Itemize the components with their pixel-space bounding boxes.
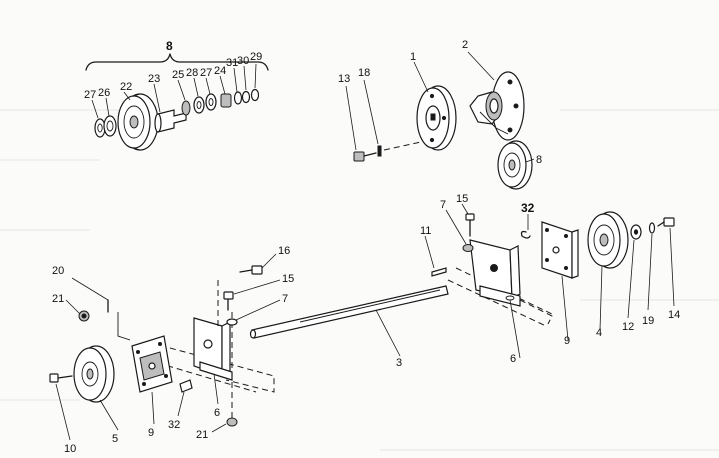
washer-28 <box>193 96 205 114</box>
bolt-10 <box>49 373 73 383</box>
pin-18 <box>377 145 382 157</box>
label-10: 10 <box>64 443 76 455</box>
label-21-top: 21 <box>52 293 64 305</box>
bolt-15-left <box>223 291 234 311</box>
plate-9-right <box>541 221 579 279</box>
label-27-mid: 27 <box>200 67 212 79</box>
label-12: 12 <box>622 321 634 333</box>
label-3: 3 <box>396 357 402 369</box>
bolt-14 <box>657 217 675 227</box>
label-27-left: 27 <box>84 89 96 101</box>
key-11 <box>431 267 447 277</box>
bolt-15-right <box>465 213 475 237</box>
washer-7-left <box>226 318 238 326</box>
label-21-bottom: 21 <box>196 429 208 441</box>
bolt-23 <box>154 109 187 133</box>
shaft-3 <box>249 285 449 339</box>
label-16: 16 <box>278 245 290 257</box>
label-8-group: 8 <box>166 39 173 53</box>
label-23: 23 <box>148 73 160 85</box>
pulley-4 <box>587 211 629 269</box>
label-1: 1 <box>410 51 416 63</box>
label-5: 5 <box>112 433 118 445</box>
background-texture <box>0 109 719 451</box>
label-7-left: 7 <box>282 293 288 305</box>
ring-30 <box>241 90 251 104</box>
bolt-13 <box>353 151 377 162</box>
pulley-22 <box>117 93 159 151</box>
label-18: 18 <box>358 67 370 79</box>
label-15-right: 15 <box>456 193 468 205</box>
bearing-25 <box>181 100 191 116</box>
label-9-left: 9 <box>148 427 154 439</box>
label-13: 13 <box>338 73 350 85</box>
label-29: 29 <box>250 51 262 63</box>
label-15-left: 15 <box>282 273 294 285</box>
pulley-5 <box>73 345 115 403</box>
label-25: 25 <box>172 69 184 81</box>
label-32-right: 32 <box>521 201 535 215</box>
bolt-16 <box>239 265 263 275</box>
label-2: 2 <box>462 39 468 51</box>
label-32-left: 32 <box>168 419 180 431</box>
label-7-right: 7 <box>440 199 446 211</box>
clip-32-right <box>520 230 531 239</box>
label-11: 11 <box>420 225 431 237</box>
label-20: 20 <box>52 265 64 277</box>
label-14: 14 <box>668 309 680 321</box>
leader-lines <box>55 51 675 441</box>
label-4: 4 <box>596 327 602 339</box>
ring-19 <box>648 222 656 234</box>
washer-27 <box>94 118 106 138</box>
label-6-right: 6 <box>510 353 516 365</box>
hub-2 <box>469 71 525 141</box>
washer-12 <box>630 224 642 240</box>
label-19: 19 <box>642 315 654 327</box>
label-31: 31 <box>226 57 238 69</box>
bracket-6-left <box>193 280 233 420</box>
washer-31 <box>233 91 243 105</box>
flange-1 <box>416 85 457 151</box>
plate-9-left <box>131 335 173 393</box>
small-parts-row <box>181 88 260 116</box>
label-26: 26 <box>98 87 110 99</box>
label-30: 30 <box>237 55 249 67</box>
nut-21-bottom <box>226 417 238 427</box>
clip-32-left <box>179 379 193 393</box>
nut-29 <box>250 88 260 102</box>
nut-21-top <box>78 310 90 322</box>
group-8-bracket <box>85 53 269 71</box>
sleeve-24 <box>220 93 232 108</box>
label-9-right: 9 <box>564 335 570 347</box>
washer-27b <box>205 93 217 111</box>
label-28: 28 <box>186 67 198 79</box>
label-22: 22 <box>120 81 132 93</box>
label-8-right: 8 <box>536 154 542 166</box>
washer-7-right <box>462 244 474 252</box>
part-labels: 8 27 26 22 23 25 28 27 24 31 30 29 13 18… <box>52 39 680 455</box>
bracket-6-right <box>469 239 521 307</box>
spring-20 <box>107 299 131 341</box>
ring-26 <box>103 115 117 137</box>
pulley-8-right <box>497 140 533 190</box>
label-6-left: 6 <box>214 407 220 419</box>
label-24: 24 <box>214 65 226 77</box>
